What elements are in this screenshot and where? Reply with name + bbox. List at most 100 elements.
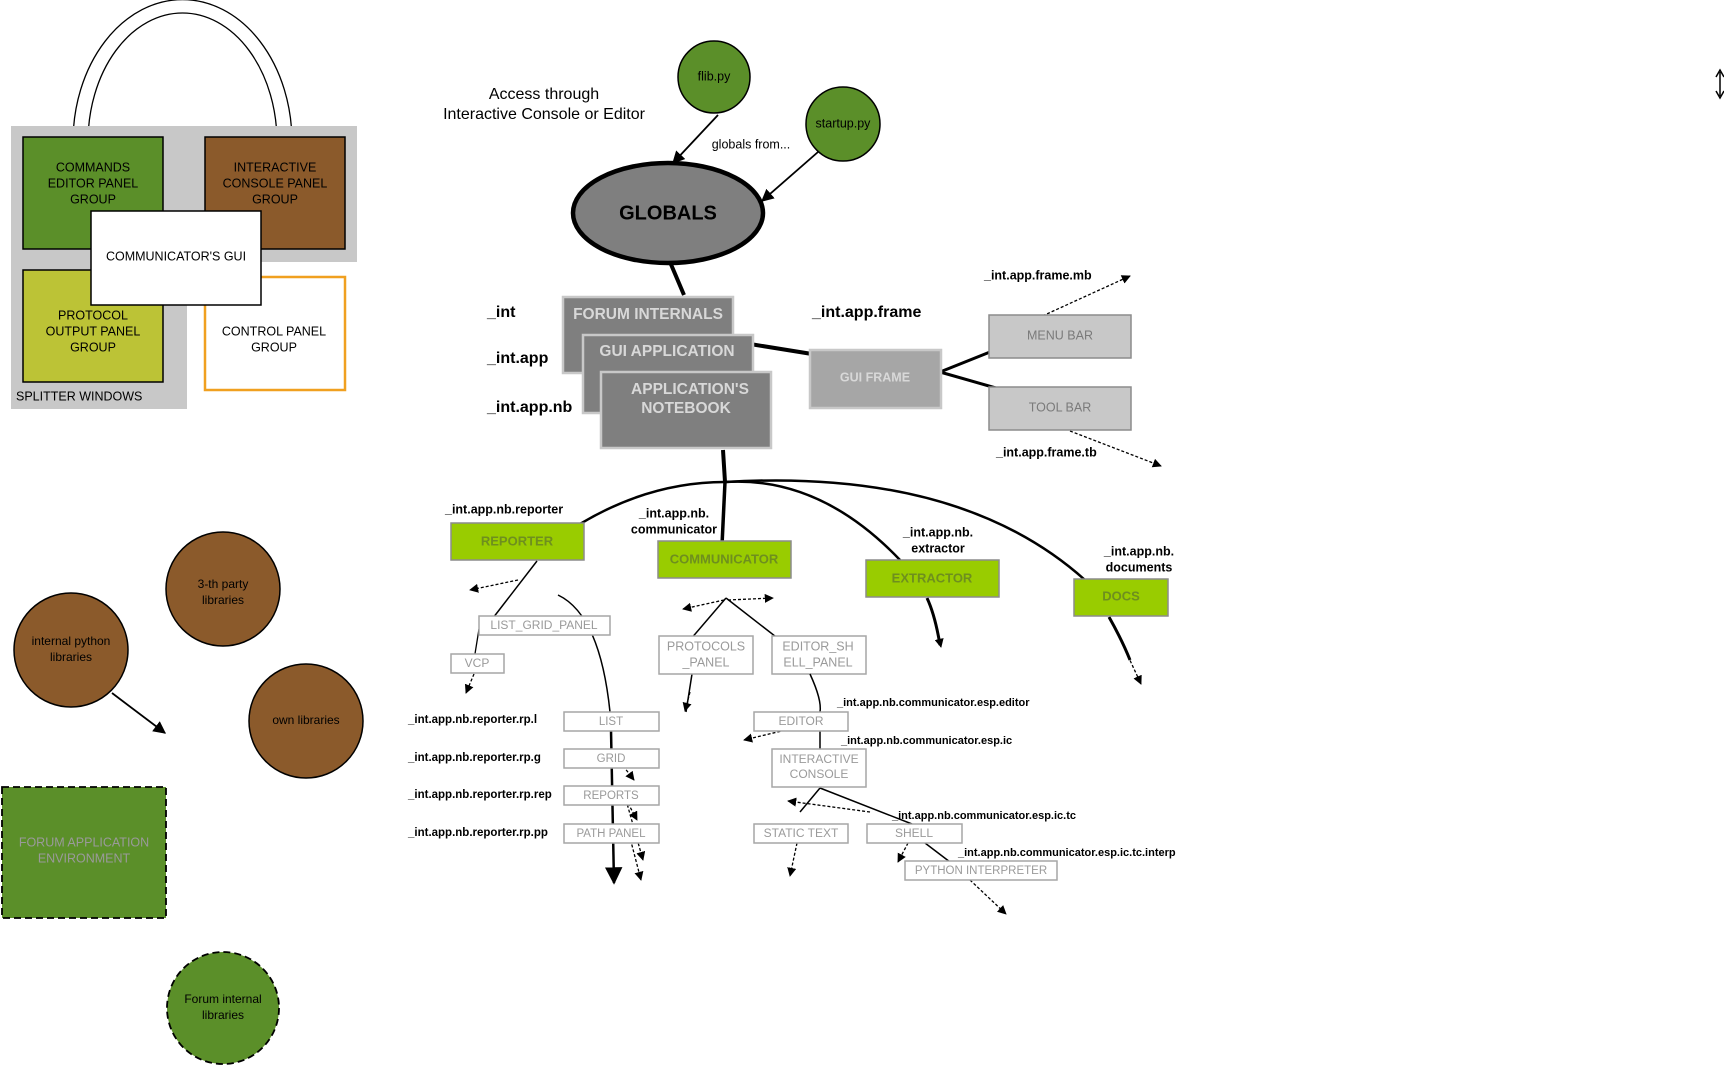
protocol-label-2: OUTPUT PANEL <box>46 324 141 338</box>
globals-ellipse <box>570 160 766 266</box>
python-interpreter-box <box>904 860 1058 881</box>
editor-box <box>753 711 849 732</box>
communicator-subtree: PROTOCOLS _PANEL EDITOR_SH ELL_PANEL EDI… <box>658 593 1176 915</box>
editor-shell-panel-box <box>771 635 867 675</box>
forum-internals-label: FORUM INTERNALS <box>573 306 723 323</box>
console-label-1: INTERACTIVE <box>234 160 317 174</box>
vcp-box <box>450 653 505 674</box>
protocols-arrow <box>682 691 692 712</box>
forum-application-environment <box>1 786 167 919</box>
third-party-label-1: 3-th party <box>198 577 249 591</box>
splitter-arc-inner <box>87 12 278 143</box>
esp-ic-tc-interp-label: _int.app.nb.communicator.esp.ic.tc.inter… <box>957 847 1176 859</box>
access-label-2: Interactive Console or Editor <box>443 106 646 123</box>
comm-dashed-arrow-left <box>682 599 725 612</box>
startup-py-label: startup.py <box>816 116 872 130</box>
app-to-frame-line <box>749 342 813 356</box>
ic-label-2: CONSOLE <box>790 767 849 781</box>
splitter-windows-caption: SPLITTER WINDOWS <box>16 389 142 403</box>
vcp-arrow <box>464 673 475 694</box>
editor-shell-label-1: EDITOR_SH <box>782 639 853 653</box>
comm-dashed-arrow-right <box>727 593 774 603</box>
menubar-arrow <box>1037 275 1131 319</box>
splitter-arc-outer <box>72 0 293 143</box>
internal-python-libraries-circle <box>13 592 129 708</box>
int-app-label: _int.app <box>486 350 549 367</box>
esp-editor-label: _int.app.nb.communicator.esp.editor <box>836 697 1030 709</box>
int-label: _int <box>486 304 516 321</box>
editor-label: EDITOR <box>778 714 823 728</box>
own-libraries-circle <box>248 663 364 779</box>
shell-to-interp-line <box>924 842 951 863</box>
legend-group: 3-th party libraries internal python lib… <box>1 531 364 1065</box>
commands-label-3: GROUP <box>70 192 116 206</box>
rp-pp-label: _int.app.nb.reporter.rp.pp <box>407 827 548 839</box>
list-grid-panel-box <box>478 615 611 636</box>
tool-bar-box <box>988 386 1132 431</box>
communicator-label: COMMUNICATOR <box>670 551 779 566</box>
ic-dashed-arrow <box>787 797 871 813</box>
frame-tb-label: _int.app.frame.tb <box>995 445 1097 459</box>
protocol-label-1: PROTOCOL <box>58 308 128 322</box>
protocols-label-1: PROTOCOLS <box>667 639 745 653</box>
ic-to-static-line <box>799 787 821 813</box>
extractor-arrow <box>934 624 944 648</box>
reporter-to-lgp-line <box>492 560 538 619</box>
globals-trunk <box>668 261 686 296</box>
flib-to-globals-arrow <box>672 114 719 164</box>
resize-vertical-icon[interactable] <box>1715 68 1724 100</box>
esp-ic-tc-label: _int.app.nb.communicator.esp.ic.tc <box>891 810 1076 822</box>
notebook-branches-group: _int.app.nb.reporter REPORTER _int.app.n… <box>444 449 1174 685</box>
internal-python-label-2: libraries <box>50 650 92 664</box>
editor-shell-label-2: ELL_PANEL <box>783 655 852 669</box>
notebook-trunk <box>721 449 727 483</box>
list-grid-panel-label: LIST_GRID_PANEL <box>490 618 597 632</box>
docs-box <box>1073 578 1169 617</box>
tool-bar-label: TOOL BAR <box>1029 400 1092 414</box>
reporter-dashed-arrow <box>469 579 519 593</box>
toolbar-arrow <box>1069 430 1162 468</box>
branch-to-communicator <box>720 481 727 546</box>
ic-to-shell-line <box>819 787 913 825</box>
frame-mb-label: _int.app.frame.mb <box>983 268 1092 282</box>
frame-to-menubar-line <box>939 350 991 374</box>
environment-label-1: FORUM APPLICATION <box>19 835 149 849</box>
docs-arrow <box>1127 655 1142 685</box>
extractor-path-label-1: _int.app.nb. <box>902 525 973 539</box>
third-party-label-2: libraries <box>202 593 244 607</box>
path-panel-label: PATH PANEL <box>576 828 646 840</box>
communicator-path-label-2: communicator <box>631 522 717 536</box>
globals-label: GLOBALS <box>619 202 717 224</box>
static-text-label: STATIC TEXT <box>764 826 839 840</box>
internal-python-label-1: internal python <box>32 634 111 648</box>
extractor-label: EXTRACTOR <box>892 570 973 585</box>
list-label: LIST <box>599 716 623 728</box>
application-stack-group: FORUM INTERNALS GUI APPLICATION APPLICAT… <box>486 268 1162 468</box>
forum-internal-libraries-circle <box>166 951 280 1065</box>
int-app-frame-label: _int.app.frame <box>811 304 921 321</box>
access-label-1: Access through <box>489 86 599 103</box>
applications-notebook-box <box>599 370 773 450</box>
static-text-arrow <box>787 842 798 877</box>
protocols-panel-box <box>658 635 754 675</box>
protocol-label-3: GROUP <box>70 340 116 354</box>
notebook-label-1: APPLICATION'S <box>631 381 749 398</box>
reporter-subtree: LIST_GRID_PANEL VCP LIST GRID REPORTS PA… <box>407 560 660 885</box>
flib-py-label: flib.py <box>698 69 731 83</box>
reports-box <box>563 785 660 806</box>
startup-to-globals-arrow <box>761 151 819 202</box>
path-panel-arrow-2 <box>627 829 644 881</box>
docs-label: DOCS <box>1102 588 1140 603</box>
grid-label: GRID <box>597 753 626 765</box>
extractor-box <box>865 559 1000 598</box>
forum-internal-label-2: libraries <box>202 1008 244 1022</box>
docs-path-label-1: _int.app.nb. <box>1103 544 1174 558</box>
splitter-windows-group: COMMANDS EDITOR PANEL GROUP INTERACTIVE … <box>11 0 357 409</box>
int-app-nb-label: _int.app.nb <box>486 399 573 416</box>
commands-label-2: EDITOR PANEL <box>48 176 139 190</box>
ic-label-1: INTERACTIVE <box>779 752 858 766</box>
menu-bar-box <box>988 314 1132 359</box>
interactive-console-box <box>771 748 867 788</box>
forum-internal-label-1: Forum internal <box>184 992 261 1006</box>
